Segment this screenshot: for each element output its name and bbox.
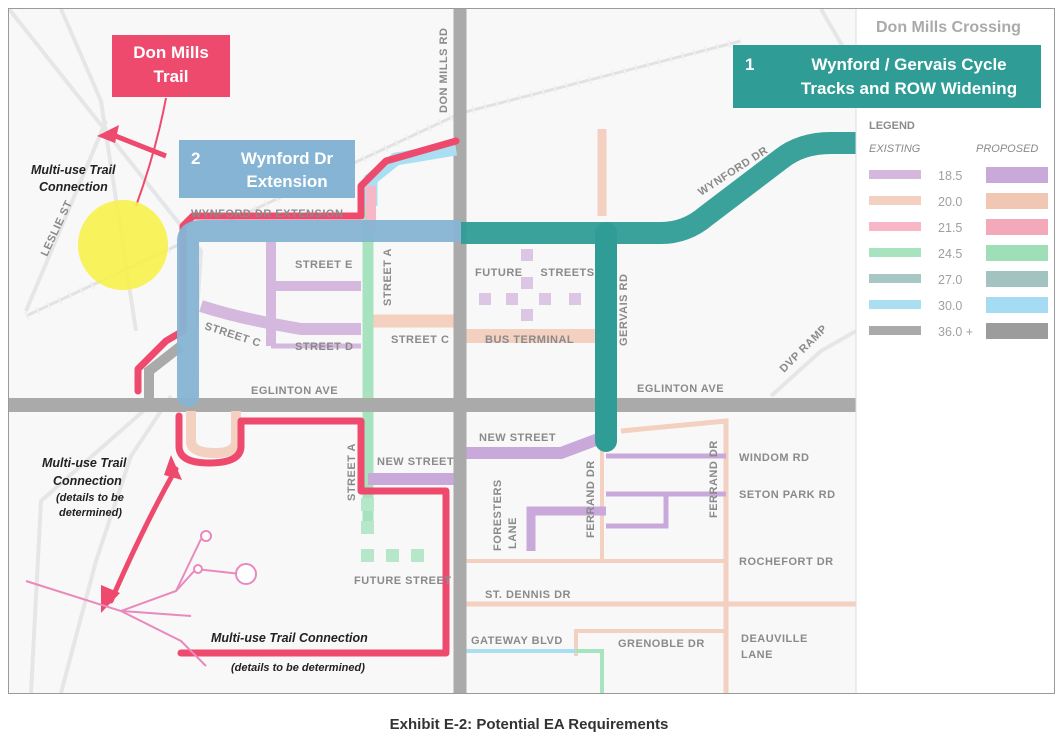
legend-title: LEGEND <box>869 120 915 132</box>
legend-value: 18.5 <box>938 169 962 183</box>
arterial-roads <box>9 9 856 693</box>
legend-value: 30.0 <box>938 299 962 313</box>
trail-network-sw <box>25 530 257 667</box>
sw-trail-arrow-up <box>164 455 182 480</box>
purple-streets <box>199 241 726 551</box>
legend-proposed-swatch <box>986 245 1048 261</box>
street-label-ferrand-dr-1: FERRAND DR <box>585 460 597 538</box>
legend-existing-swatch <box>869 326 921 335</box>
street-label-bus-terminal: BUS TERMINAL <box>485 334 574 346</box>
street-label-seton-park-rd: SETON PARK RD <box>739 489 836 501</box>
legend-proposed-swatch <box>986 271 1048 287</box>
trail-connection-highlight <box>78 200 168 290</box>
street-label-gervais-rd: GERVAIS RD <box>618 274 630 346</box>
callout-don-mills-trail-line2: Trail <box>153 67 189 86</box>
legend-existing-label: EXISTING <box>869 143 921 155</box>
exhibit-caption: Exhibit E-2: Potential EA Requirements <box>389 716 669 733</box>
street-label-rochefort-dr: ROCHEFORT DR <box>739 556 834 568</box>
street-label-eglinton-west: EGLINTON AVE <box>251 385 338 397</box>
callout-wynford-extension-line1: Wynford Dr <box>240 149 334 168</box>
sw-trail-arrow-path <box>108 466 179 604</box>
street-label-grenoble-dr: GRENOBLE DR <box>618 638 705 650</box>
nw-trail-arrow-line <box>112 132 167 159</box>
street-label-street-c-east: STREET C <box>391 334 449 346</box>
legend-proposed-swatch <box>986 219 1048 235</box>
street-label-eglinton-east: EGLINTON AVE <box>637 383 724 395</box>
street-label-windom-rd: WINDOM RD <box>739 452 810 464</box>
minor-streets <box>362 129 856 693</box>
street-label-leslie-st: LESLIE ST <box>39 199 75 259</box>
street-label-new-street-east: NEW STREET <box>479 432 556 444</box>
legend-existing-swatch <box>869 274 921 283</box>
callout-cycle-tracks-line2: Tracks and ROW Widening <box>800 79 1018 98</box>
legend-value: 27.0 <box>938 273 962 287</box>
legend: LEGEND EXISTING PROPOSED 18.5 20.0 21.5 24.… <box>855 9 1054 693</box>
trail-note-sw-1: (details to be <box>56 492 124 504</box>
callout-cycle-tracks-line1: Wynford / Gervais Cycle <box>811 55 1007 74</box>
street-label-deauville-2: LANE <box>741 649 773 661</box>
trail-note-s: (details to be determined) <box>231 662 365 674</box>
legend-existing-swatch <box>869 222 921 231</box>
legend-value: 36.0 + <box>938 325 973 339</box>
multi-use-trail <box>108 137 460 657</box>
street-label-street-e: STREET E <box>295 259 353 271</box>
wynford-ext-route <box>177 220 467 407</box>
nw-trail-arrow <box>97 125 119 143</box>
trail-label-nw-1: Multi-use Trail <box>31 163 116 177</box>
callout-wynford-extension-line2: Extension <box>246 172 328 191</box>
legend-value: 20.0 <box>938 195 962 209</box>
street-label-st-dennis-dr: ST. DENNIS DR <box>485 589 571 601</box>
callout-cycle-tracks-number: 1 <box>745 55 755 74</box>
street-label-foresters-lane-2: LANE <box>507 517 519 549</box>
legend-existing-swatch <box>869 248 921 257</box>
future-streets-squares <box>361 249 581 562</box>
street-label-street-a-north: STREET A <box>382 248 394 306</box>
trail-label-s: Multi-use Trail Connection <box>211 631 368 645</box>
street-label-future-streets: FUTURE STREETS <box>475 267 595 279</box>
legend-value: 24.5 <box>938 247 962 261</box>
street-label-don-mills-rd: DON MILLS RD <box>438 28 450 113</box>
legend-existing-swatch <box>869 170 921 179</box>
legend-proposed-swatch <box>986 193 1048 209</box>
street-label-foresters-lane-1: FORESTERS <box>492 479 504 551</box>
legend-proposed-swatch <box>986 297 1048 313</box>
map-frame: DON MILLS RD LESLIE ST WYNFORD DR WYNFOR… <box>8 8 1055 694</box>
legend-proposed-swatch <box>986 167 1048 183</box>
trail-label-sw-1: Multi-use Trail <box>42 456 127 470</box>
callout-don-mills-trail-line1: Don Mills <box>133 43 209 62</box>
map-title: Don Mills Crossing <box>876 19 1021 36</box>
street-label-future-street: FUTURE STREET <box>354 575 452 587</box>
callout-don-mills-trail: Don Mills Trail <box>112 35 230 97</box>
street-label-street-a-south: STREET A <box>346 443 358 501</box>
cycle-tracks-route <box>461 132 859 244</box>
street-label-ferrand-dr-2: FERRAND DR <box>708 440 720 518</box>
callout-cycle-tracks: 1 Wynford / Gervais Cycle Tracks and ROW… <box>733 45 1041 108</box>
legend-existing-swatch <box>869 300 921 309</box>
callout-leader <box>135 97 167 207</box>
map-canvas: DON MILLS RD LESLIE ST WYNFORD DR WYNFOR… <box>9 9 1054 693</box>
street-label-deauville-1: DEAUVILLE <box>741 633 808 645</box>
callout-wynford-extension-number: 2 <box>191 149 201 168</box>
callout-wynford-extension: 2 Wynford Dr Extension <box>179 140 355 198</box>
legend-existing-swatch <box>869 196 921 205</box>
trail-label-nw-2: Connection <box>39 180 108 194</box>
street-label-street-d: STREET D <box>295 341 353 353</box>
street-label-gateway-blvd: GATEWAY BLVD <box>471 635 563 647</box>
legend-proposed-label: PROPOSED <box>976 143 1038 155</box>
trail-label-sw-2: Connection <box>53 474 122 488</box>
legend-proposed-swatch <box>986 323 1048 339</box>
legend-rows: 18.5 20.0 21.5 24.5 27.0 30.0 36.0 + <box>869 167 1048 339</box>
trail-note-sw-2: determined) <box>59 507 122 519</box>
legend-value: 21.5 <box>938 221 962 235</box>
street-label-new-street-west: NEW STREET <box>377 456 454 468</box>
street-label-wynford-ext: WYNFORD DR EXTENSION <box>191 208 343 220</box>
